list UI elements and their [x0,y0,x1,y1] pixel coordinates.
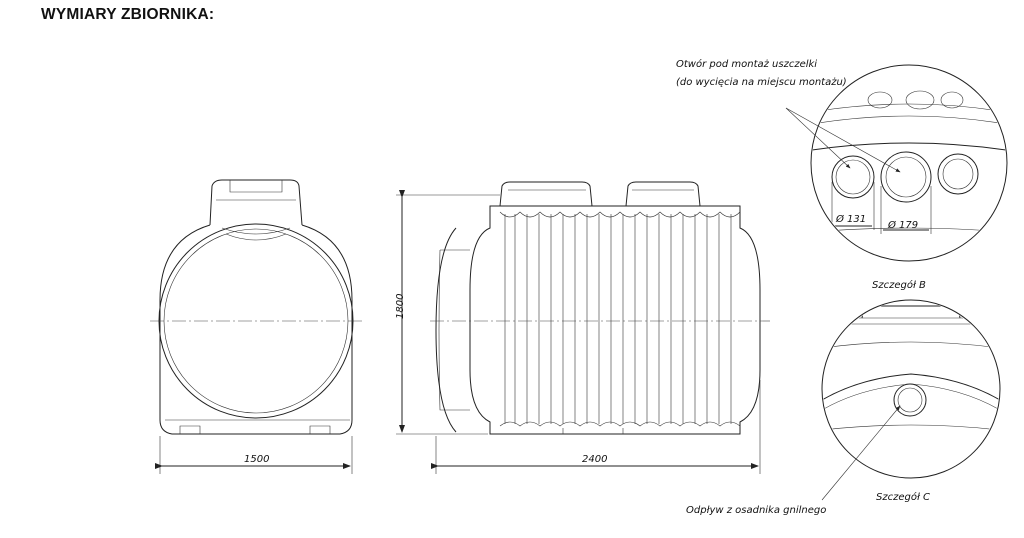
front-view [396,181,770,474]
dim-length-label: 2400 [582,454,607,465]
dim-width-label: 1500 [244,454,269,465]
detail-b-diam-large: Ø 179 [887,219,918,231]
detail-b-note-line1: Otwór pod montaż uszczelki [676,58,817,70]
detail-b-note-line2: (do wycięcia na miejscu montażu) [676,77,847,88]
detail-c-note: Odpływ z osadnika gnilnego [686,505,826,516]
detail-c-label: Szczegół C [876,491,930,503]
detail-b-label: Szczegół B [872,279,926,291]
side-view [150,179,362,474]
dim-height-label: 1800 [395,294,406,319]
detail-b [785,64,1008,262]
detail-c [821,299,1001,501]
detail-b-diam-small: Ø 131 [835,213,866,225]
page-title: WYMIARY ZBIORNIKA: [41,6,215,23]
